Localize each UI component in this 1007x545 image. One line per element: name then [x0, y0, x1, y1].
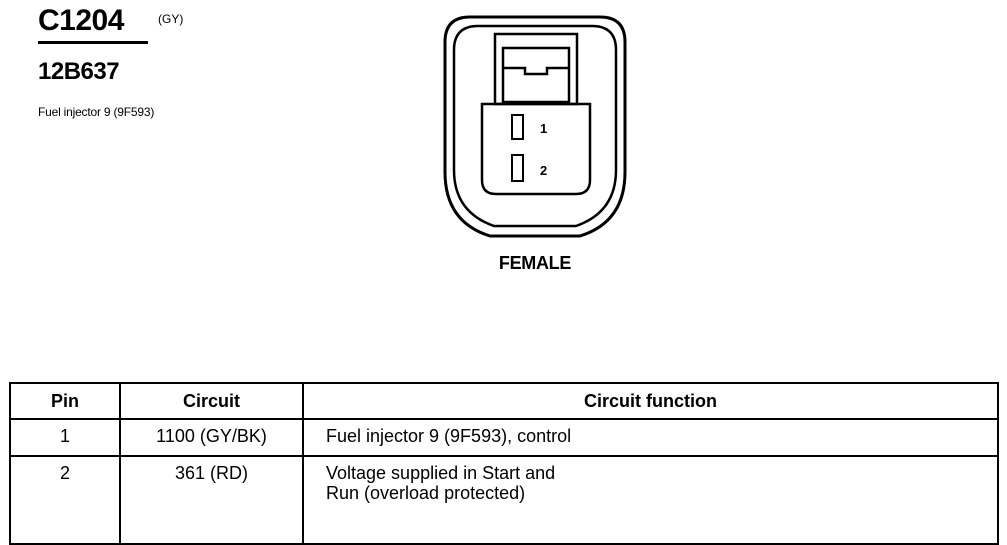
pin-housing [480, 102, 592, 196]
cell-circuit-function: Fuel injector 9 (9F593), control [302, 418, 999, 457]
table-row: 2 361 (RD) Voltage supplied in Start and… [9, 455, 999, 545]
connector-id: C1204 [38, 4, 124, 37]
function-line: Voltage supplied in Start and [326, 463, 556, 483]
header-circuit: Circuit [119, 382, 304, 420]
pin-cavity-2 [511, 154, 524, 182]
connector-color: (GY) [158, 12, 184, 26]
connector-id-underline [38, 41, 148, 44]
table-header-row: Pin Circuit Circuit function [9, 382, 999, 420]
part-number: 12B637 [38, 58, 120, 85]
pin-label-1: 1 [540, 121, 547, 136]
connector-gender-label: FEMALE [498, 253, 572, 273]
pin-cavity-1 [511, 114, 524, 140]
cell-pin: 2 [9, 455, 121, 545]
locking-tab-notch [503, 66, 569, 76]
connector-face-diagram: 1 2 [443, 15, 627, 238]
connector-inner-shell [452, 24, 618, 228]
cell-circuit-function: Voltage supplied in Start and Run (overl… [302, 455, 999, 545]
cell-circuit: 1100 (GY/BK) [119, 418, 304, 457]
cell-pin: 1 [9, 418, 121, 457]
header-pin: Pin [9, 382, 121, 420]
header-circuit-function: Circuit function [302, 382, 999, 420]
locking-tab-inner [501, 46, 571, 104]
cell-circuit: 361 (RD) [119, 455, 304, 545]
pinout-table: Pin Circuit Circuit function 1 1100 (GY/… [9, 382, 999, 545]
function-line: Fuel injector 9 (9F593), control [326, 426, 572, 446]
table-row: 1 1100 (GY/BK) Fuel injector 9 (9F593), … [9, 418, 999, 457]
function-line: Run (overload protected) [326, 483, 526, 503]
pin-label-2: 2 [540, 163, 547, 178]
connector-description: Fuel injector 9 (9F593) [38, 105, 155, 119]
connector-outer-shell [443, 15, 627, 238]
